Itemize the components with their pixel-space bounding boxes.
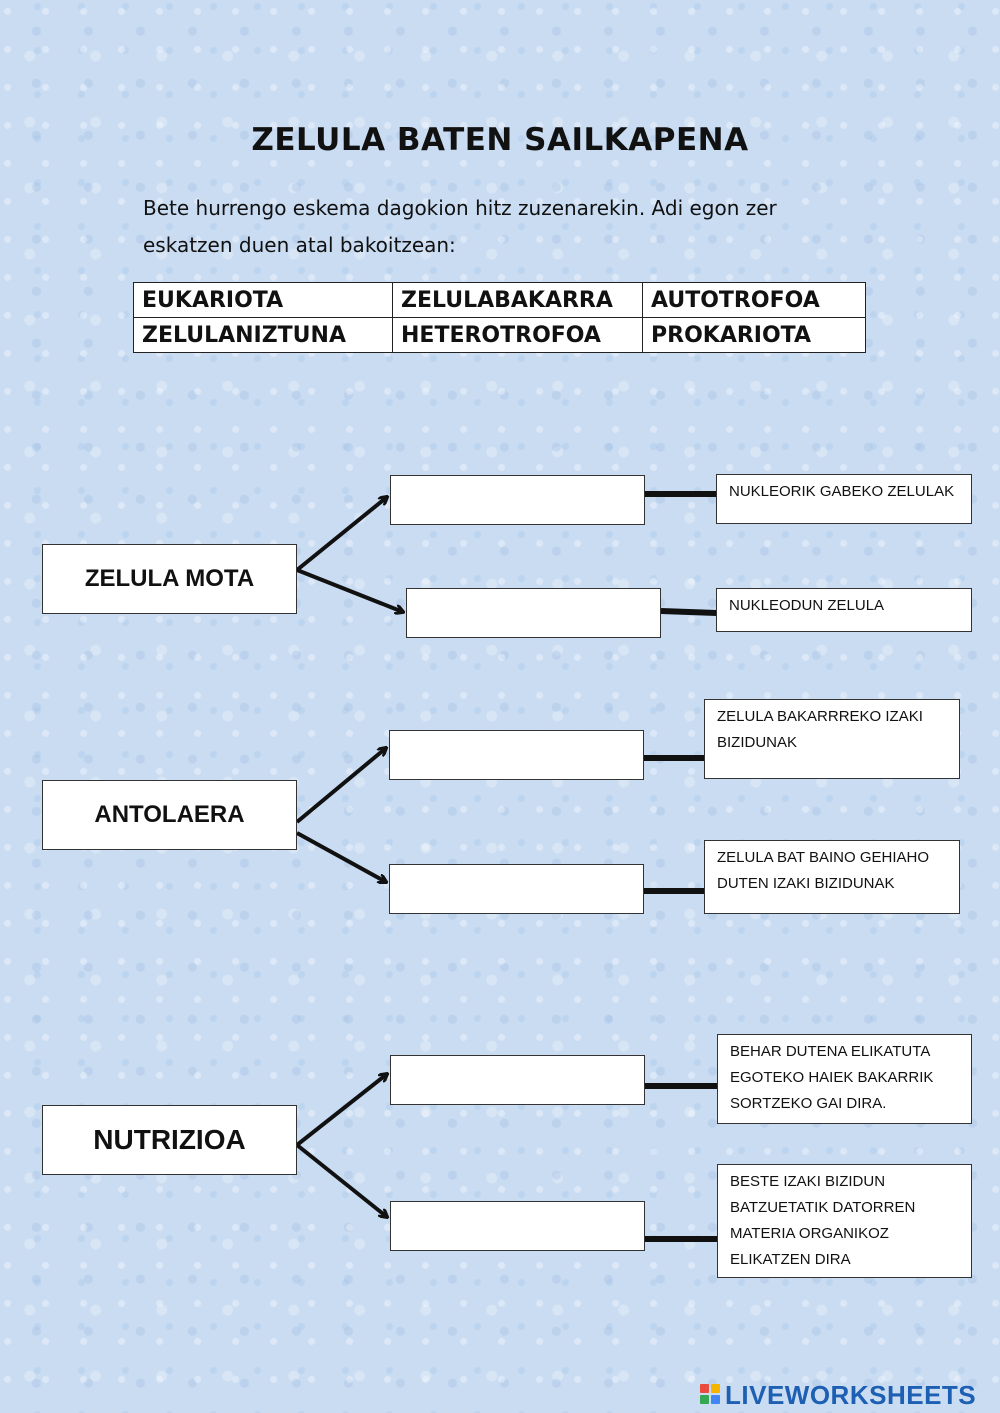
word-bank-cell: ZELULANIZTUNA — [133, 317, 393, 353]
answer-field[interactable] — [389, 864, 644, 914]
word-bank-cell: HETEROTROFOA — [392, 317, 643, 353]
category-box-zelula-mota: ZELULA MOTA — [42, 544, 297, 614]
arrow — [295, 1074, 387, 1147]
arrow — [296, 831, 386, 882]
arrow — [295, 497, 387, 572]
instructions-line-1: Bete hurrengo eskema dagokion hitz zuzen… — [143, 196, 777, 220]
instructions-line-2: eskatzen duen atal bakoitzean: — [143, 233, 456, 257]
category-box-nutrizioa: NUTRIZIOA — [42, 1105, 297, 1175]
word-bank-row: ZELULANIZTUNA HETEROTROFOA PROKARIOTA — [133, 317, 866, 353]
description-box: ZELULA BAT BAINO GEHIAHO DUTEN IZAKI BIZ… — [704, 840, 960, 914]
answer-field[interactable] — [390, 1055, 645, 1105]
arrow — [295, 748, 386, 824]
word-bank-cell: AUTOTROFOA — [642, 282, 866, 318]
liveworksheets-logo[interactable]: LIVEWORKSHEETS — [700, 1378, 976, 1412]
word-bank-table: EUKARIOTA ZELULABAKARRA AUTOTROFOA ZELUL… — [133, 282, 866, 353]
word-bank-cell: PROKARIOTA — [642, 317, 866, 353]
answer-field[interactable] — [389, 730, 644, 780]
page-title: ZELULA BATEN SAILKAPENA — [251, 122, 749, 158]
liveworksheets-logo-text: LIVEWORKSHEETS — [725, 1379, 977, 1410]
category-box-antolaera: ANTOLAERA — [42, 780, 297, 850]
answer-field[interactable] — [390, 475, 645, 525]
arrow — [295, 1143, 387, 1217]
word-bank-cell: ZELULABAKARRA — [392, 282, 643, 318]
arrow — [296, 568, 403, 612]
connector — [660, 608, 718, 616]
description-box: NUKLEODUN ZELULA — [716, 588, 972, 632]
description-box: BEHAR DUTENA ELIKATUTA EGOTEKO HAIEK BAK… — [717, 1034, 972, 1124]
description-box: NUKLEORIK GABEKO ZELULAK — [716, 474, 972, 524]
liveworksheets-logo-icon — [700, 1384, 722, 1406]
description-box: ZELULA BAKARRREKO IZAKI BIZIDUNAK — [704, 699, 960, 779]
answer-field[interactable] — [406, 588, 661, 638]
description-box: BESTE IZAKI BIZIDUN BATZUETATIK DATORREN… — [717, 1164, 972, 1278]
word-bank-row: EUKARIOTA ZELULABAKARRA AUTOTROFOA — [133, 282, 866, 318]
answer-field[interactable] — [390, 1201, 645, 1251]
